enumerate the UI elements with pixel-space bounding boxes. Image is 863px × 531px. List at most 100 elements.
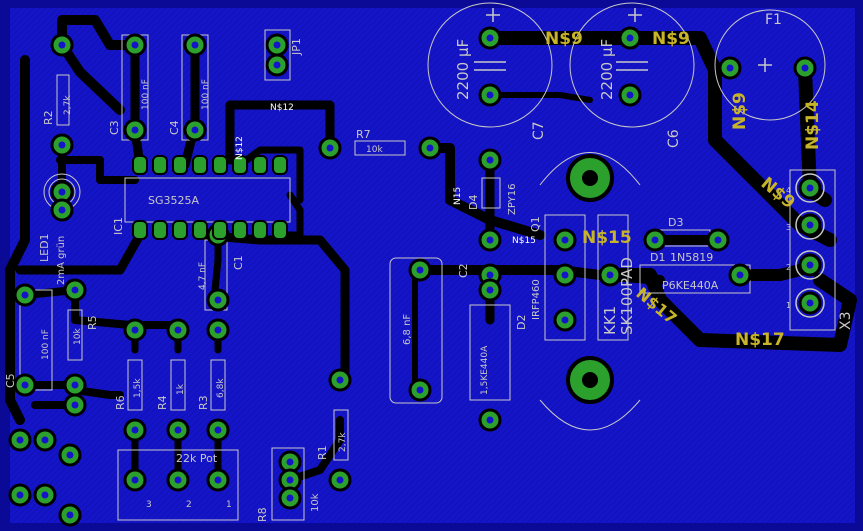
pad-hole <box>214 326 222 334</box>
x3-outline <box>789 169 836 331</box>
pad-hole <box>714 236 722 244</box>
pad-hole <box>801 64 809 72</box>
x3-pin-label: 1 <box>786 301 791 310</box>
r6-name: R6 <box>114 395 127 410</box>
jp1-name: JP1 <box>290 38 303 56</box>
pad-hole <box>131 326 139 334</box>
pad-hole <box>806 261 814 269</box>
pad-hole <box>651 236 659 244</box>
ic1-pin <box>172 220 188 240</box>
pad-hole <box>426 144 434 152</box>
pad-hole <box>58 188 66 196</box>
trace-r1-r8 <box>286 416 344 484</box>
trace-p6ke <box>734 264 806 281</box>
net-label-n15: N15 <box>453 187 463 205</box>
polarity-marks <box>474 8 772 72</box>
trace-n12 <box>225 100 335 165</box>
pad-hole <box>131 426 139 434</box>
x3-screw-1 <box>795 288 825 318</box>
ic1-pin <box>232 220 248 240</box>
trace-gnd-low <box>71 386 124 399</box>
pad-hole <box>561 316 569 324</box>
x3-pin-label: 4 <box>786 186 791 195</box>
pad-hole <box>286 476 294 484</box>
q1-value: IRFP460 <box>531 279 542 320</box>
pad-hole <box>561 236 569 244</box>
d1-value: 1N5819 <box>670 251 713 264</box>
r6-value: 1,5k <box>133 378 143 398</box>
pads <box>8 26 822 527</box>
pad-hole <box>273 61 281 69</box>
net-label-n9: N$9 <box>652 29 690 49</box>
pad-hole <box>58 141 66 149</box>
pad-hole <box>174 326 182 334</box>
d1-name: D1 <box>650 251 665 264</box>
r3-value: 6,8k <box>216 378 226 398</box>
d4-outline <box>481 177 501 209</box>
pad-hole <box>486 271 494 279</box>
pad-hole <box>561 271 569 279</box>
c6-value: 2200 µF <box>598 39 616 100</box>
d2-value: 1,5KE440A <box>480 345 490 395</box>
r3-body <box>210 359 226 411</box>
pad-hole <box>486 416 494 424</box>
c4-value: 100 nF <box>201 79 211 110</box>
pad-hole <box>486 236 494 244</box>
ic1-pin <box>152 220 168 240</box>
heatsink-hole-top <box>582 170 598 186</box>
c7-plate <box>474 61 506 71</box>
pad-hole <box>806 299 814 307</box>
pad-hole <box>71 286 79 294</box>
ic1-pin <box>252 220 268 240</box>
pad-hole <box>41 491 49 499</box>
c5-name: C5 <box>4 373 17 388</box>
r2-name: R2 <box>42 110 55 125</box>
trace-n17 <box>603 268 857 352</box>
q1-name: Q1 <box>529 216 542 232</box>
trace-n15 <box>425 143 545 240</box>
pot-pin-label: 1 <box>226 500 232 510</box>
pad-hole <box>336 476 344 484</box>
x3-pin-label: 2 <box>786 263 791 272</box>
ic1-pin <box>252 155 268 175</box>
trace-led-ic <box>56 156 139 184</box>
pot-value: 22k Pot <box>176 452 218 465</box>
pad-hole <box>486 156 494 164</box>
trace-left-rail <box>5 55 30 425</box>
ic1-pin <box>192 220 208 240</box>
x3-terminals <box>795 173 825 318</box>
r7-value: 10k <box>366 145 383 155</box>
pad-hole <box>626 34 634 42</box>
led1-name: LED1 <box>38 233 51 262</box>
c2-value: 6,8 nF <box>402 314 413 345</box>
pad-hole <box>806 221 814 229</box>
net-label-n9: N$9 <box>730 92 750 130</box>
pad-hole <box>336 376 344 384</box>
c2-name: C2 <box>457 263 470 278</box>
c6-plus-mark <box>628 8 642 22</box>
p6ke-value: P6KE440A <box>662 279 719 292</box>
c4-name: C4 <box>168 120 181 135</box>
r4-body <box>170 359 186 411</box>
ic1-pin <box>232 155 248 175</box>
r3-name: R3 <box>197 395 210 410</box>
pad-hole <box>16 436 24 444</box>
trace-left-mid <box>15 230 145 275</box>
ic1-value: SG3525A <box>148 194 200 207</box>
x3-screw-2 <box>795 250 825 280</box>
c3-value: 100 nF <box>141 79 151 110</box>
c7-value: 2200 µF <box>454 39 472 100</box>
c6-name: C6 <box>666 129 682 148</box>
pot-pin-label: 3 <box>146 500 152 510</box>
r4-name: R4 <box>156 395 169 410</box>
r1-body <box>333 409 349 461</box>
pad-hole <box>131 126 139 134</box>
pad-hole <box>191 41 199 49</box>
ic1-pin <box>272 155 288 175</box>
c1-name: C1 <box>232 255 245 270</box>
f1-name: F1 <box>765 12 782 28</box>
pad-hole <box>21 291 29 299</box>
jp1-outline <box>264 29 291 81</box>
